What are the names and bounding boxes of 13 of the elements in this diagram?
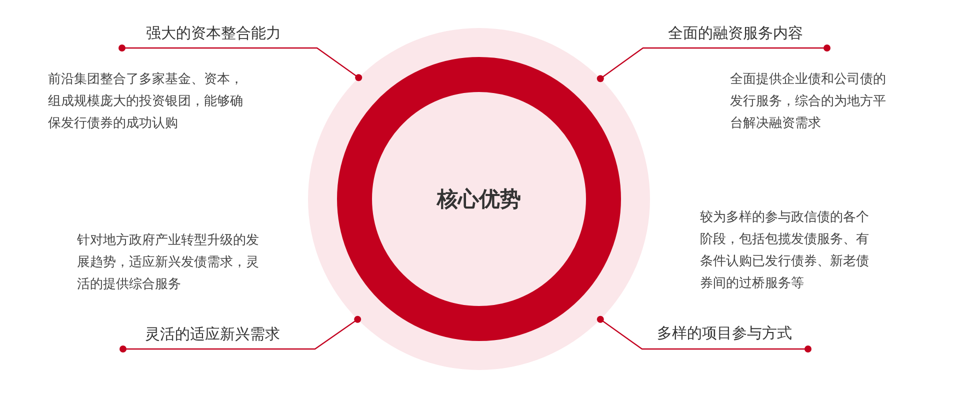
leader-line (596, 316, 812, 352)
callout-heading: 强大的资本整合能力 (146, 23, 281, 43)
center-title: 核心优势 (437, 186, 521, 213)
callout-description: 前沿集团整合了多家基金、资本，组成规模庞大的投资银团，能够确保发行债券的成功认购 (48, 71, 244, 133)
callout-heading: 多样的项目参与方式 (657, 323, 792, 343)
leader-line (118, 44, 362, 82)
leader-line (596, 44, 830, 82)
callout-heading: 全面的融资服务内容 (668, 23, 803, 43)
callout-heading: 灵活的适应新兴需求 (145, 324, 280, 344)
callout-description: 针对地方政府产业转型升级的发展趋势，适应新兴发债需求，灵活的提供综合服务 (77, 232, 260, 294)
leader-line (120, 316, 362, 352)
callout-description: 全面提供企业债和公司债的发行服务，综合的为地方平台解决融资需求 (730, 71, 887, 133)
callout-description: 较为多样的参与政信债的各个阶段，包括包揽发债服务、有条件认购已发行债券、新老债券间的过桥服务等 (700, 209, 870, 293)
